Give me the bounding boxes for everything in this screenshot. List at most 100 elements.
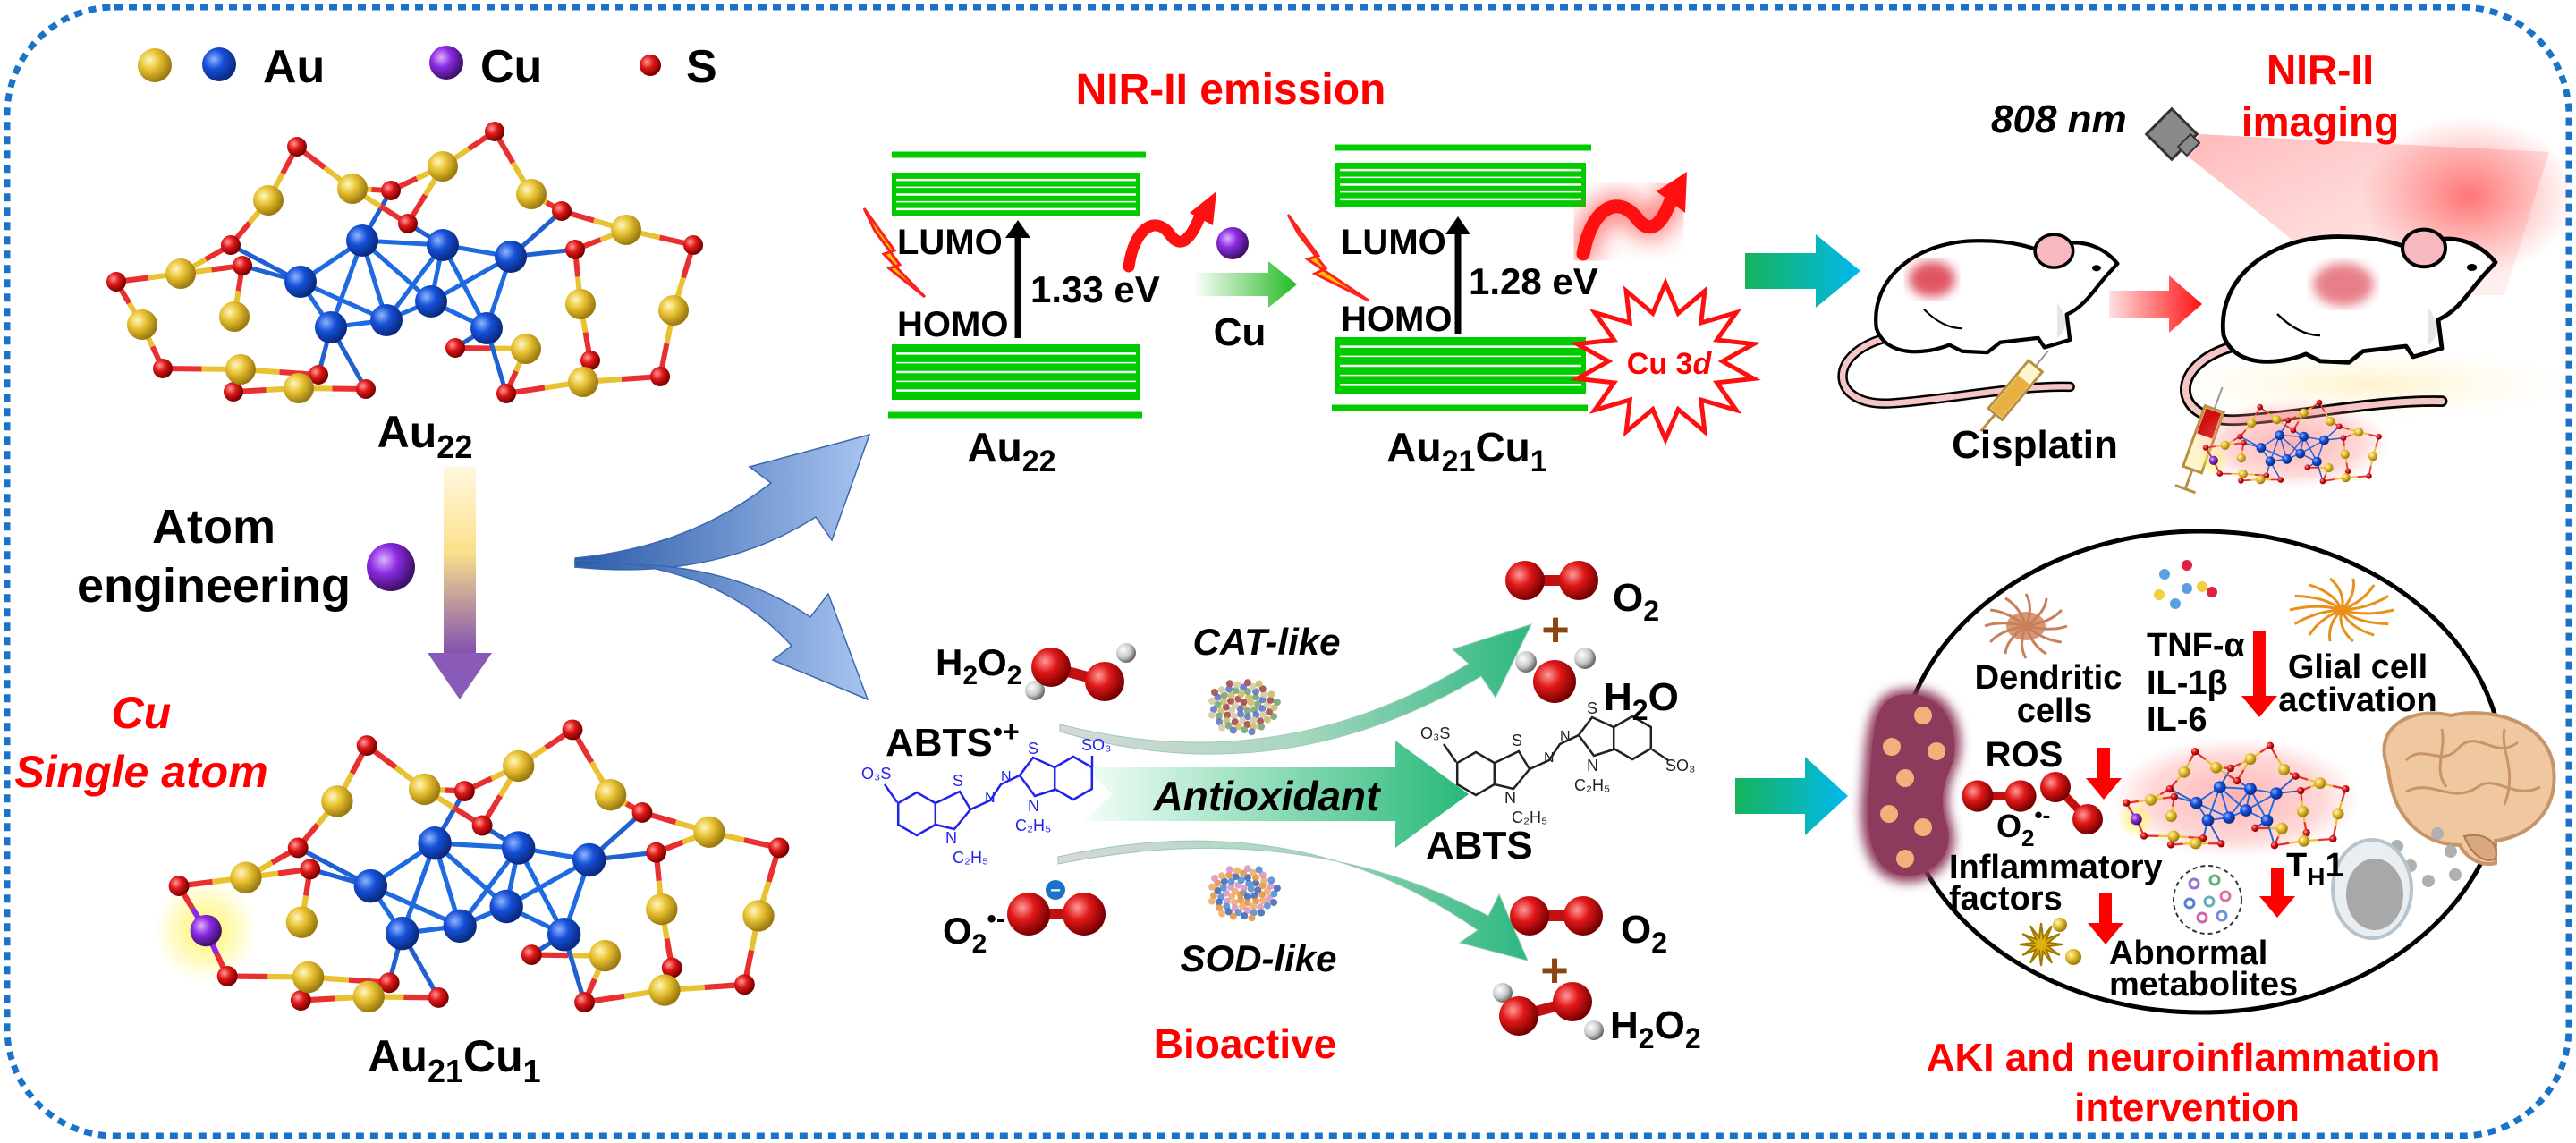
particle-dot [2449,868,2462,881]
sulfur-atom-icon [2123,799,2131,807]
atom-label: S [1512,732,1522,749]
enzyme-subunit [1243,865,1251,873]
gold-atom-icon [2299,408,2309,418]
enzyme-subunit [1219,698,1227,706]
bond [1651,748,1669,762]
camera-lens [2176,132,2201,157]
core-gold-atom-icon [346,224,378,257]
neuron-icon [2289,577,2394,643]
core-gold-atom-icon [443,909,477,944]
core-gold-atom-icon [2319,435,2329,445]
gold-atom-icon [2314,777,2326,790]
dopant-label: Cu [1214,310,1267,354]
sulfur-atom-icon [398,214,418,233]
atom-label: SO₃ [1081,736,1111,754]
atom-label: N [945,829,957,847]
enzyme-subunit [1210,706,1217,714]
core-gold-atom-icon [2311,456,2322,467]
sulfur-atom-icon [2166,841,2175,849]
enzyme-subunit [1241,726,1249,734]
sulfur-atom-icon [106,272,126,292]
transition-arrow [2109,275,2202,333]
enzyme-subunit [1249,868,1257,876]
enzyme-subunit [1222,889,1230,897]
gold-atom-icon [219,301,250,332]
enzyme-subunit [1211,875,1218,882]
dendrite [1984,622,2027,628]
gold-atom-icon [225,354,256,385]
enzyme-subunit [1224,711,1232,719]
enzyme-subunit [1216,904,1224,912]
sulfur-atom-icon [661,957,682,978]
benzene-ring [1455,750,1496,797]
gold-atom-icon [646,893,678,926]
core-gold-atom-icon [315,311,347,343]
gold-atom-icon [2165,810,2177,822]
sulfur-atom-icon [2233,776,2241,785]
split-arrow-down [574,559,869,701]
enzyme-subunit [1243,707,1251,715]
core-gold-atom-icon [501,831,536,865]
atom-label: N [1587,757,1598,775]
atom-label: N [1028,797,1039,815]
enzyme-subunit [1247,698,1255,707]
sulfur-atom-icon [2202,444,2209,451]
enzyme-subunit [1273,885,1281,893]
sulfur-atom-icon [2284,417,2292,424]
flow-arrow [1735,757,1848,835]
enzyme-subunit [1227,697,1234,705]
gold-atom-icon [352,980,385,1013]
legend-s: S [686,41,717,93]
atom-label: O₃S [861,765,891,783]
thiazole-ring [1577,715,1614,758]
sulfur-atom-icon [2319,478,2326,485]
core-gold-atom-icon [2299,431,2309,442]
copper-atom-icon [429,46,463,80]
oxygen-atom-icon [1499,996,1538,1036]
enzyme-subunit [1249,682,1257,690]
cisplatin-label: Cisplatin [1952,423,2118,467]
gold-atom-icon [2324,462,2334,473]
enzyme-subunit [1266,894,1274,902]
core-gold-atom-icon [385,916,419,951]
vesicle-cargo [2219,890,2232,902]
sulfur-atom-icon [233,256,252,275]
enzyme-subunit [1222,703,1230,711]
enzyme-subunit [1241,912,1249,920]
enzyme-subunit [1260,690,1268,698]
hydrogen-atom-icon [1515,651,1537,673]
enzyme-subunit [1225,866,1233,874]
gold-atom-icon [230,861,262,893]
atom-label: S [953,772,963,790]
enzyme-subunit [1231,899,1238,906]
nir-ii-imaging-line2: imaging [2241,98,2399,145]
cu-3d-burst-icon [1570,277,1761,445]
blue-gold-atom-icon [202,47,236,81]
enzyme-subunit [1215,898,1223,906]
dendrite [2294,594,2343,612]
gold-atom-icon [2340,449,2350,460]
enzyme-subunit [1258,871,1267,879]
sulfur-atom-icon [521,944,542,965]
sulfur-atom-icon [485,122,504,141]
enzyme-subunit [1240,869,1248,877]
sulfur-atom-icon [287,137,307,157]
dendritic-cells-line2: cells [2017,692,2093,730]
dotted-frame [4,4,2572,1139]
enzyme-subunit [1243,713,1251,721]
decrease-arrows [2086,631,2295,944]
dendrite [2004,624,2027,655]
enzyme-subunit [1258,909,1266,917]
sulfur-atom-icon [580,351,600,370]
oxygen-atom-icon [1505,561,1545,600]
enzyme-subunit [1263,715,1271,724]
enzyme-subunit [1245,879,1253,887]
dendrite [1990,608,2027,628]
enzyme-subunit [1224,722,1233,730]
enzyme-subunit [1259,897,1267,904]
enzyme-subunit [1270,890,1278,898]
hydrogen-atom-icon [1116,643,1136,663]
atom-label: C₂H₅ [1015,817,1051,834]
sulfur-atom-icon [445,338,465,358]
enzyme-subunit [1245,693,1253,701]
